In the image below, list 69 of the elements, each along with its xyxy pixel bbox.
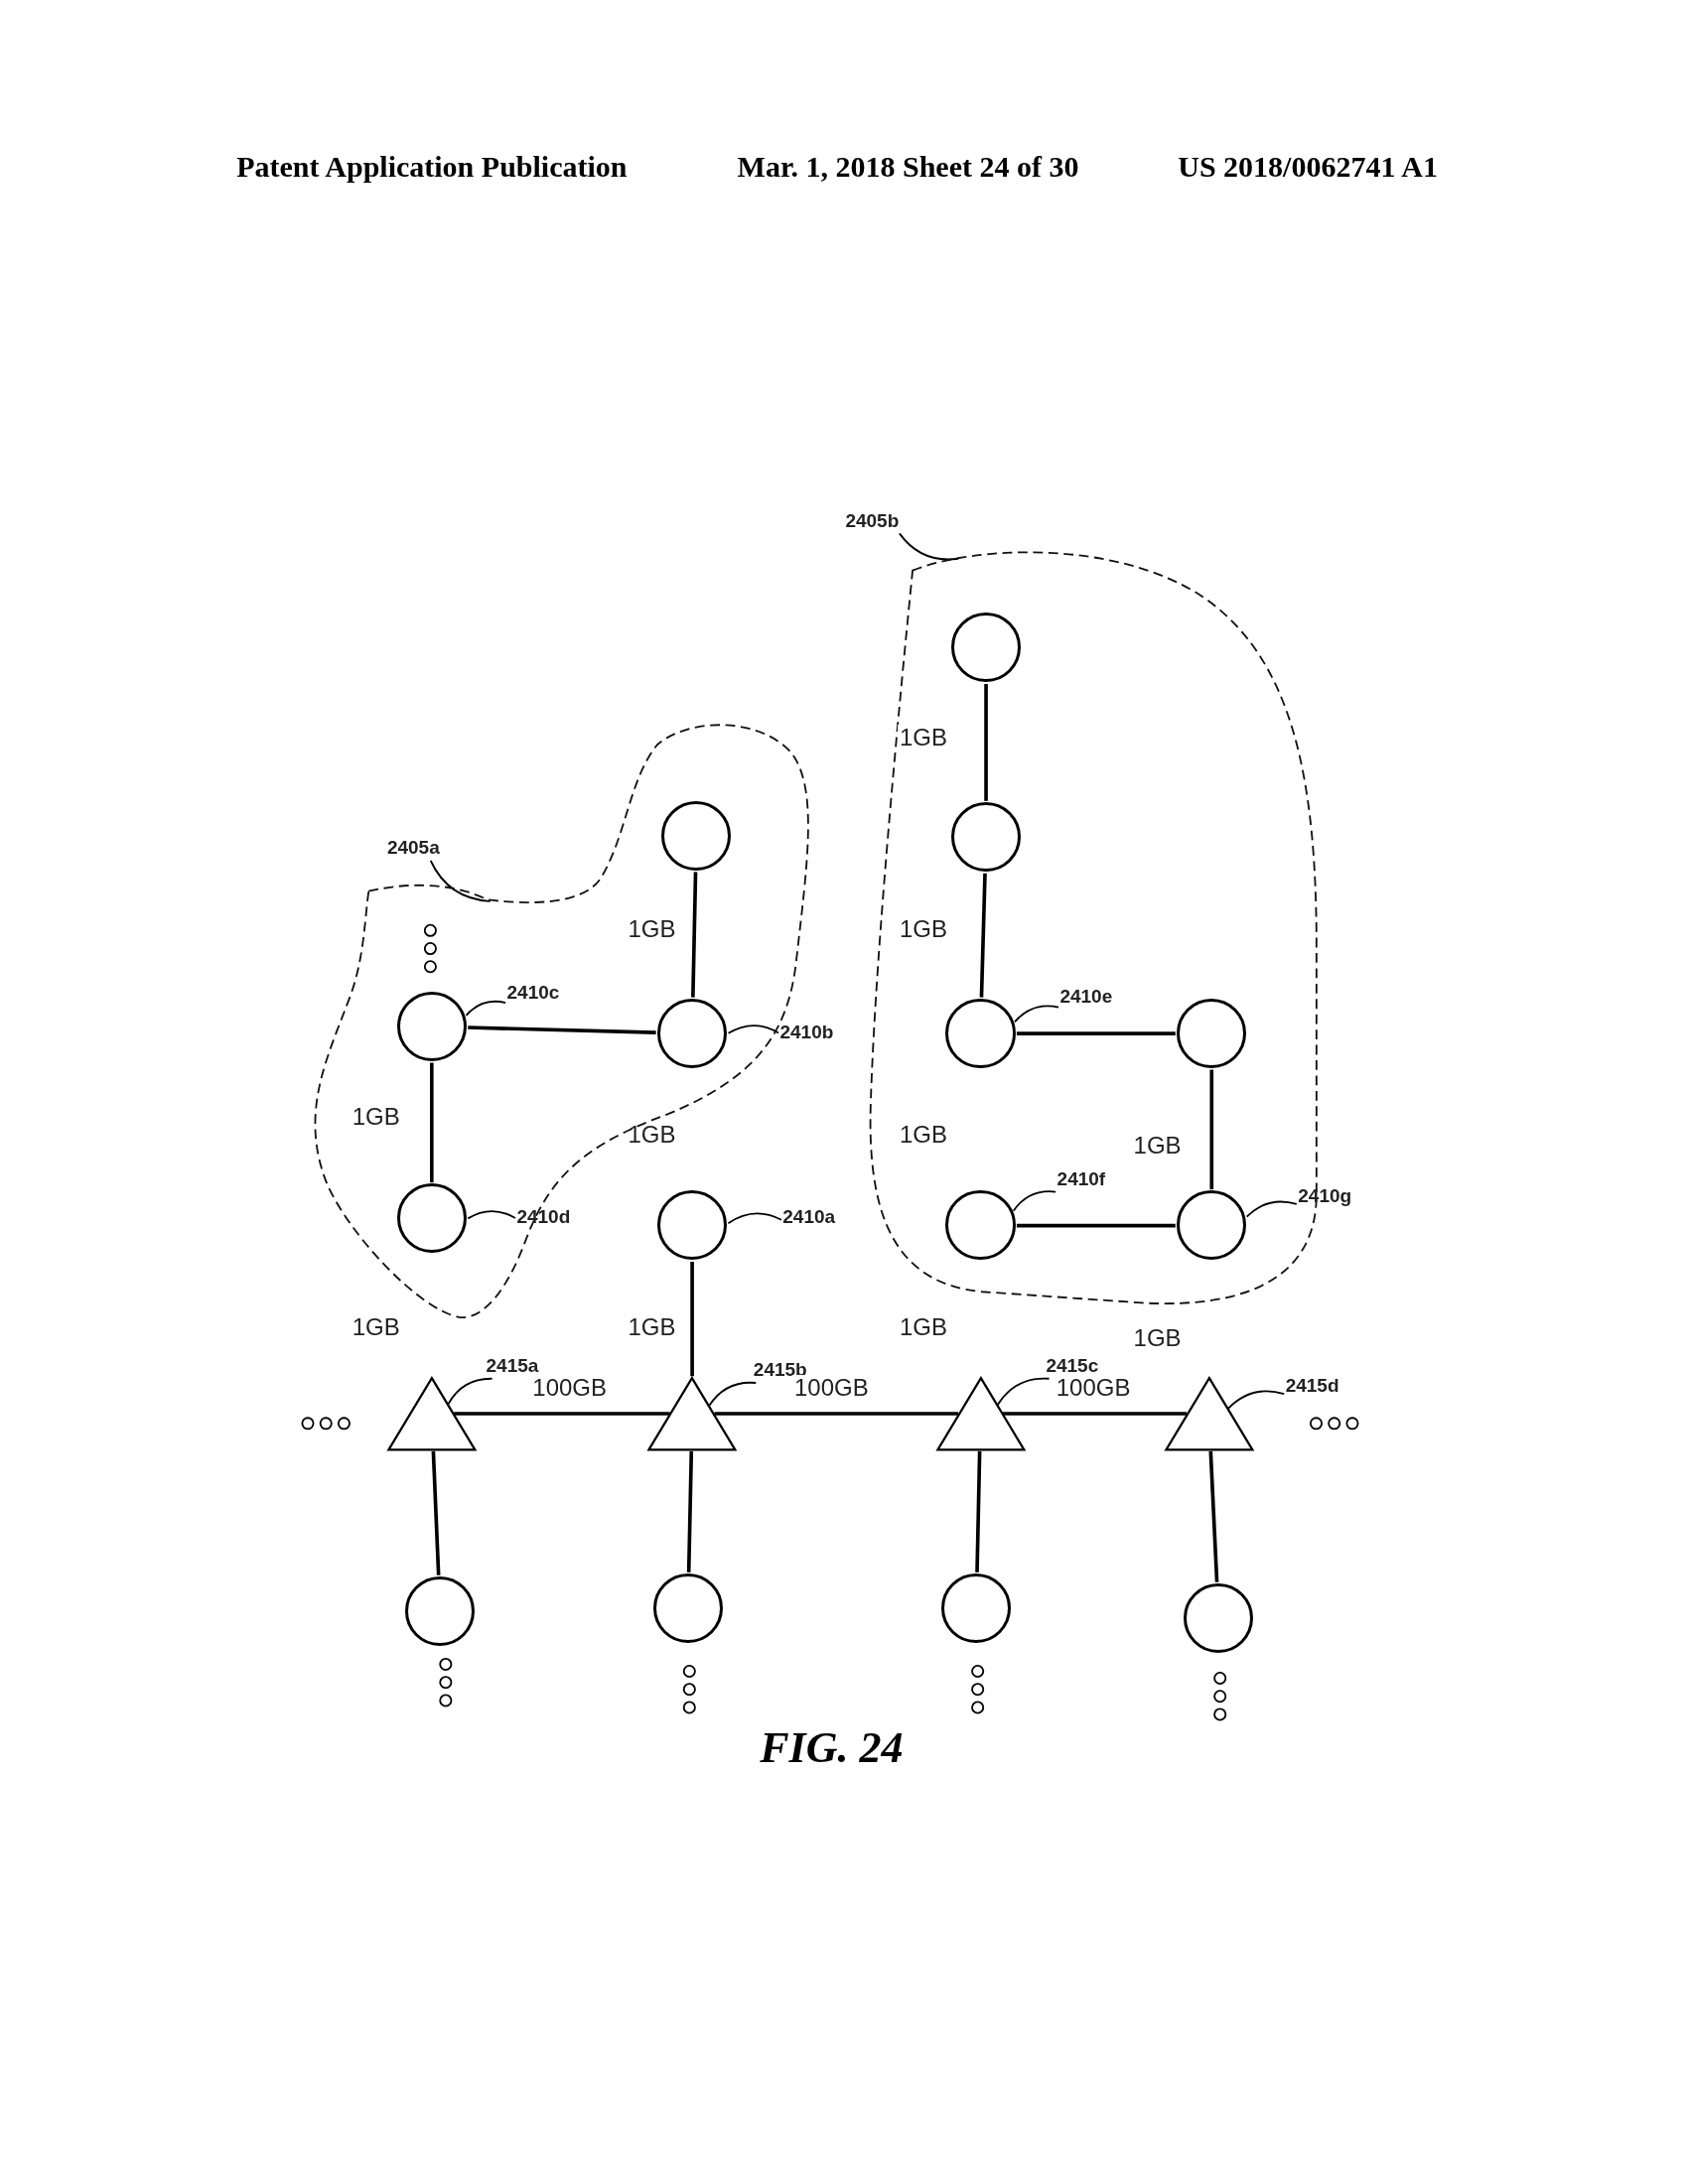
leader-line <box>465 1000 507 1017</box>
node-circle <box>1177 998 1247 1068</box>
node-circle <box>657 998 728 1068</box>
connection-line <box>468 1025 656 1034</box>
leader-line <box>996 1377 1051 1407</box>
connection-line <box>1016 1223 1176 1228</box>
leader-line <box>708 1381 758 1407</box>
callout-number: 2415c <box>1046 1356 1099 1378</box>
node-circle <box>945 998 1016 1068</box>
leader-line <box>447 1377 493 1406</box>
bandwidth-label: 1GB <box>352 1312 400 1341</box>
connection-line <box>431 1450 441 1575</box>
bandwidth-label: 1GB <box>899 1121 947 1150</box>
figure-caption: FIG. 24 <box>760 1721 904 1773</box>
connection-line <box>690 1262 694 1377</box>
header-text: Patent Application Publication <box>236 150 628 185</box>
node-circle <box>405 1575 476 1646</box>
bandwidth-label: 1GB <box>899 1312 947 1341</box>
connection-line <box>691 872 698 998</box>
leader-line <box>1245 1200 1298 1218</box>
callout-number: 2410e <box>1059 987 1113 1009</box>
header-text: US 2018/0062741 A1 <box>1178 150 1438 185</box>
node-circle <box>1177 1190 1247 1261</box>
node-circle <box>951 801 1022 873</box>
connection-line <box>984 684 988 801</box>
connection-line <box>686 1450 694 1572</box>
leader-line <box>1014 1005 1059 1024</box>
callout-number: 2415d <box>1285 1375 1339 1397</box>
node-circle <box>945 1190 1016 1261</box>
callout-number: 2410f <box>1056 1169 1106 1191</box>
callout-number: 2410c <box>506 983 560 1005</box>
callout-number: 2410b <box>779 1022 834 1043</box>
connection-line <box>429 1062 434 1183</box>
callout-number: 2410d <box>516 1207 571 1228</box>
callout-number: 2410g <box>1298 1186 1352 1207</box>
connection-line <box>979 873 987 998</box>
triangle-node <box>935 1375 1026 1451</box>
connection-line <box>454 1412 670 1416</box>
leader-line <box>899 532 959 561</box>
connection-line <box>1002 1412 1188 1416</box>
header-text: Mar. 1, 2018 Sheet 24 of 30 <box>737 150 1079 185</box>
node-circle <box>657 1190 728 1261</box>
callout-number: 2415a <box>486 1356 539 1378</box>
leader-line <box>467 1210 516 1220</box>
connection-line <box>1208 1450 1219 1582</box>
node-circle <box>1184 1582 1254 1653</box>
leader-line <box>429 860 492 902</box>
node-circle <box>941 1572 1012 1644</box>
bandwidth-label: 1GB <box>1133 1323 1182 1352</box>
triangle-node <box>1164 1375 1254 1451</box>
leader-line <box>1012 1190 1057 1212</box>
node-circle <box>661 800 732 871</box>
connection-line <box>714 1412 958 1416</box>
leader-line <box>727 1212 782 1225</box>
leader-line <box>727 1024 779 1034</box>
bandwidth-label: 1GB <box>628 1121 676 1150</box>
callout-number: 2410a <box>782 1207 836 1228</box>
triangle-node <box>647 1375 737 1451</box>
connection-line <box>1016 1031 1176 1035</box>
connection-line <box>975 1450 982 1572</box>
node-circle <box>396 991 467 1061</box>
callout-number: 2405a <box>386 838 440 860</box>
callout-number: 2405b <box>845 510 900 532</box>
node-circle <box>951 613 1022 683</box>
leader-line <box>1227 1390 1286 1410</box>
connection-line <box>1209 1069 1214 1190</box>
node-circle <box>652 1572 723 1644</box>
node-circle <box>396 1183 467 1254</box>
triangle-node <box>386 1375 477 1451</box>
